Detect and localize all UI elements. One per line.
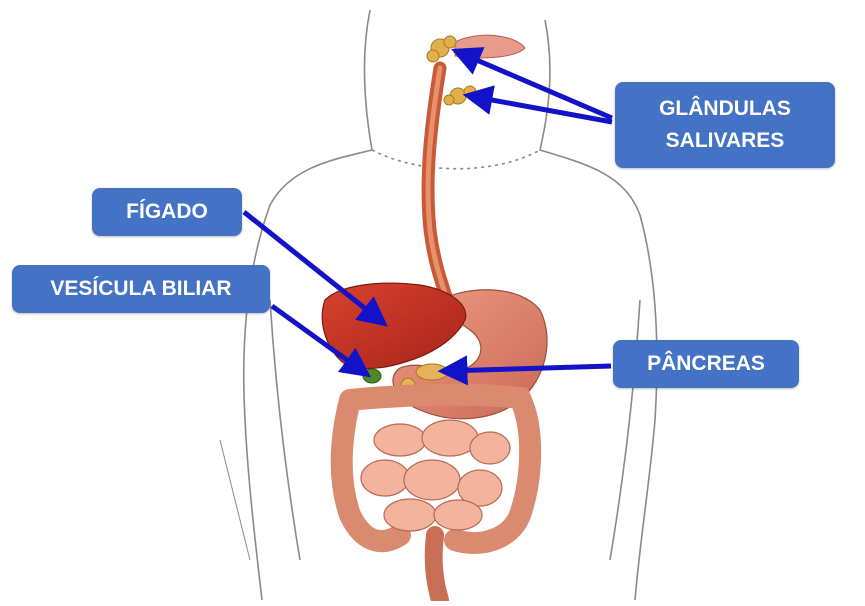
label-liver-text: FÍGADO	[126, 196, 208, 228]
label-gallbladder-text: VESÍCULA BILIAR	[50, 273, 231, 305]
label-salivary-glands: GLÂNDULAS SALIVARES	[615, 82, 835, 168]
label-pancreas: PÂNCREAS	[613, 340, 799, 388]
rectum	[434, 535, 440, 600]
label-salivary-line2: SALIVARES	[666, 125, 785, 157]
label-pancreas-text: PÂNCREAS	[647, 348, 765, 380]
label-salivary-line1: GLÂNDULAS	[659, 93, 791, 125]
small-intestine	[361, 420, 510, 531]
label-liver: FÍGADO	[92, 188, 242, 236]
label-gallbladder: VESÍCULA BILIAR	[12, 265, 270, 313]
